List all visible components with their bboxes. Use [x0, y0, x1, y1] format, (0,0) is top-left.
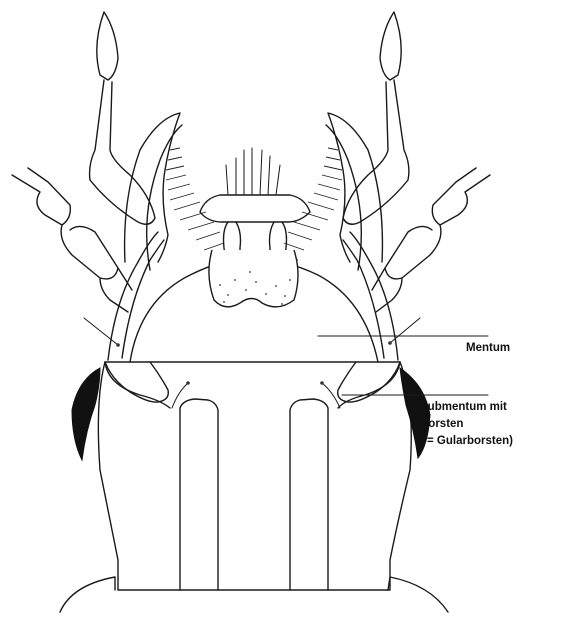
gular-suture-left: [180, 399, 218, 590]
label-submentum-line2: Borsten: [420, 416, 513, 433]
antenna-right: [372, 168, 490, 312]
label-submentum-line1: Submentum mit: [420, 399, 513, 416]
gular-bristle-right: [322, 383, 340, 408]
maxillary-palp-left: [90, 12, 155, 224]
label-mentum: Mentum: [466, 340, 510, 357]
maxilla-right: [343, 232, 398, 360]
maxillary-palp-right: [343, 12, 409, 224]
ligula: [200, 195, 310, 222]
label-mentum-text: Mentum: [466, 342, 510, 354]
prementum: [209, 250, 298, 307]
antenna-left: [12, 168, 132, 312]
label-submentum: Submentum mit Borsten ( = Gularborsten): [420, 399, 513, 450]
ligula-bristles: [226, 148, 280, 195]
cardo-left: [105, 362, 168, 402]
cardo-right: [338, 362, 400, 402]
compound-eye-left: [72, 368, 100, 460]
gular-suture-right: [290, 399, 328, 590]
maxilla-left: [108, 232, 164, 360]
gular-bristle-left: [172, 383, 188, 408]
label-submentum-line3: ( = Gularborsten): [420, 433, 513, 450]
mandible-left: [125, 113, 182, 270]
